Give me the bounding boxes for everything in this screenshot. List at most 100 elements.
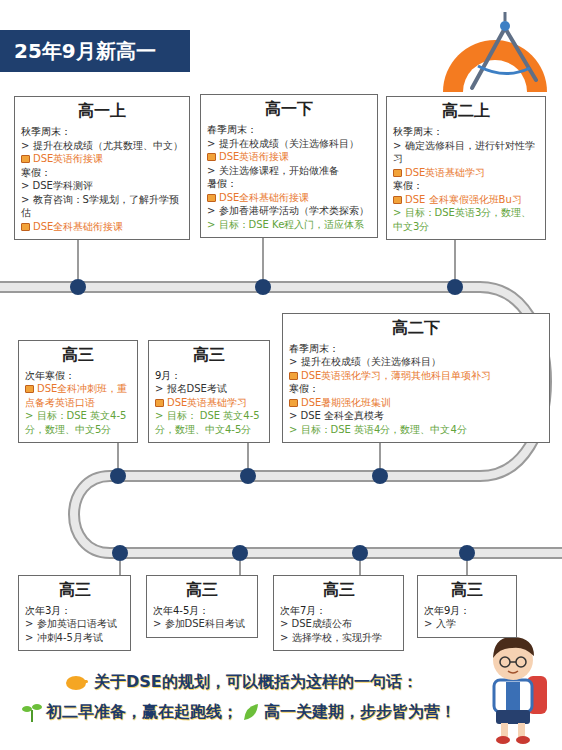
stage-heading: 高一下 [207,99,371,120]
sprout-stem [31,710,33,722]
season-label: 9月： [155,369,263,383]
sprout-icon [22,704,42,722]
task-text: > 报名DSE考试 [155,382,263,396]
course-line: DSE英语强化学习，薄弱其他科目单项补习 [289,369,543,383]
book-icon [155,399,164,407]
book-icon [207,194,216,202]
course-line: DSE全科基础衔接课 [207,191,371,205]
slogan-text: 关于DSE的规划，可以概括为这样的一句话： [94,672,418,693]
task-text: > 参加英语口语考试 [25,617,124,631]
stem-line [466,561,468,575]
timeline-dot [240,468,256,484]
book-icon [289,372,298,380]
timeline-dot [447,279,463,295]
stem-line [117,443,119,468]
shoe [516,736,530,744]
stage-heading: 高一上 [21,101,183,122]
stage-heading: 高三 [424,580,510,601]
course-text: DSE英语衔接课 [219,151,289,162]
compass-handle [504,12,507,21]
season-label: 次年4-5月： [153,604,251,618]
course-text: DSE全科基础衔接课 [33,221,123,232]
season-label: 春季周末： [289,342,543,356]
course-text: DSE 全科寒假强化班Bu习 [405,194,522,205]
season-label: 次年寒假： [25,369,131,383]
timeline-band [0,287,562,553]
task-text: > 提升在校成绩（关注选修科目） [289,355,543,369]
course-text: DSE全科基础衔接课 [219,192,309,203]
season-label: 次年3月： [25,604,124,618]
task-text: > DSE学科测评 [21,179,183,193]
season-label: 春季周末： [207,123,371,137]
task-text: > 提升在校成绩（尤其数理、中文） [21,139,183,153]
course-text: DSE英语衔接课 [33,153,103,164]
course-line: DSE英语衔接课 [21,152,183,166]
stage-heading: 高三 [280,580,397,601]
stem-line [359,561,361,575]
goal-text: > 目标：DSE 英语4分，数理、中文4分 [289,423,543,437]
stage-box: 高三次年4-5月：> 参加DSE科目考试 [146,575,258,638]
timeline-dot [255,279,271,295]
shorts [496,710,530,724]
season-label: 秋季周末： [393,125,539,139]
stage-heading: 高三 [25,580,124,601]
glasses-bridge [510,661,516,663]
task-text: > 关注选修课程，开始做准备 [207,164,371,178]
season-label: 暑假： [207,177,371,191]
title-banner: 25年9月新高一 [0,30,190,72]
hair [493,637,534,658]
stem-line [119,561,121,575]
stage-heading: 高三 [153,580,251,601]
stage-box: 高二上秋季周末：> 确定选修科目，进行针对性学习DSE英语基础学习寒假：DSE … [386,96,546,240]
compass-arc [478,66,530,74]
glasses [516,657,526,667]
sprout-leaf [22,706,32,712]
season-label: 秋季周末： [21,125,183,139]
compass-leg [472,28,505,88]
stage-box: 高二下春季周末：> 提升在校成绩（关注选修科目）DSE英语强化学习，薄弱其他科目… [282,313,550,443]
timeline-dot [372,468,388,484]
course-text: DSE英语强化学习，薄弱其他科目单项补习 [301,370,491,381]
task-text: > 提升在校成绩（关注选修科目） [207,137,371,151]
season-label: 次年7月： [280,604,397,618]
course-line: DSE全科冲刺班，重点备考英语口语 [25,382,131,409]
timeline-dot [112,545,128,561]
stage-box: 高三次年3月：> 参加英语口语考试> 冲刺4-5月考试 [18,575,131,651]
timeline-dot [352,545,368,561]
book-icon [393,196,402,204]
task-text: > DSE成绩公布 [280,617,397,631]
goal-text: > 目标：DSE 英文4-5分，数理、中文5分 [25,409,131,436]
goal-text: > 目标：DSE英语3分，数理、中文3分 [393,206,539,233]
course-line: DSE英语衔接课 [207,150,371,164]
task-text: > 冲刺4-5月考试 [25,631,124,645]
stage-box: 高三9月：> 报名DSE考试DSE英语基础学习> 目标： DSE 英文4-5分，… [148,340,270,443]
stem-line [379,443,381,468]
stem-line [77,240,79,279]
stage-box: 高三次年9月：> 入学 [417,575,517,638]
slogan-text: 高一关建期，步步皆为营！ [264,702,456,723]
boy-illustration [493,637,547,744]
timeline-track [0,287,562,553]
vest [506,682,520,710]
timeline-outline [0,287,562,553]
course-text: DSE暑期强化班集训 [301,397,391,408]
shoe [496,736,510,744]
stem-line [262,238,264,279]
sprout-leaf [32,704,42,710]
course-line: DSE暑期强化班集训 [289,396,543,410]
season-label: 寒假： [21,166,183,180]
book-icon [207,153,216,161]
leaf-icon [244,704,258,720]
book-icon [289,399,298,407]
stage-heading: 高三 [155,345,263,366]
book-icon [25,385,34,393]
book-icon [21,223,30,231]
course-line: DSE 全科寒假强化班Bu习 [393,193,539,207]
task-text: > 参加香港研学活动（学术类探索） [207,204,371,218]
stem-line [454,240,456,279]
glasses [500,657,510,667]
compass-knob [500,21,510,31]
hand-icon [66,676,88,690]
stage-box: 高三次年寒假：DSE全科冲刺班，重点备考英语口语> 目标：DSE 英文4-5分，… [18,340,138,443]
goal-text: > 目标： DSE 英文4-5分，数理、中文4-5分 [155,409,263,436]
